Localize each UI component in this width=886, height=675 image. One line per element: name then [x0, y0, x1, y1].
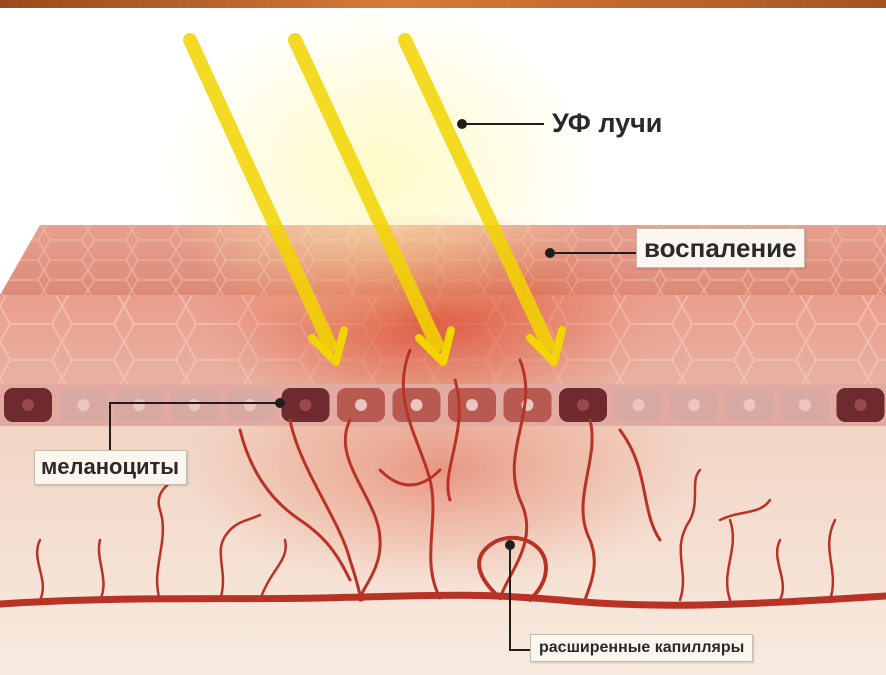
melanocyte-nucleus [633, 399, 645, 411]
melanocyte-nucleus [355, 399, 367, 411]
melanocyte-nucleus [855, 399, 867, 411]
melanocyte-nucleus [22, 399, 34, 411]
melanocyte-nucleus [744, 399, 756, 411]
melanocyte-nucleus [799, 399, 811, 411]
melanocyte-nucleus [300, 399, 312, 411]
dilated-capillaries-label: расширенные капилляры [530, 634, 753, 662]
inflammation-label: воспаление [636, 228, 805, 268]
melanocyte-nucleus [133, 399, 145, 411]
uv-rays-label: УФ лучи [552, 110, 662, 137]
melanocyte-nucleus [244, 399, 256, 411]
melanocyte-nucleus [577, 399, 589, 411]
melanocyte-nucleus [411, 399, 423, 411]
melanocyte-nucleus [78, 399, 90, 411]
uv-glow [160, 0, 600, 340]
melanocyte-nucleus [189, 399, 201, 411]
melanocytes-label: меланоциты [34, 450, 187, 485]
top-band [0, 0, 886, 8]
melanocyte-nucleus [688, 399, 700, 411]
melanocyte-nucleus [466, 399, 478, 411]
